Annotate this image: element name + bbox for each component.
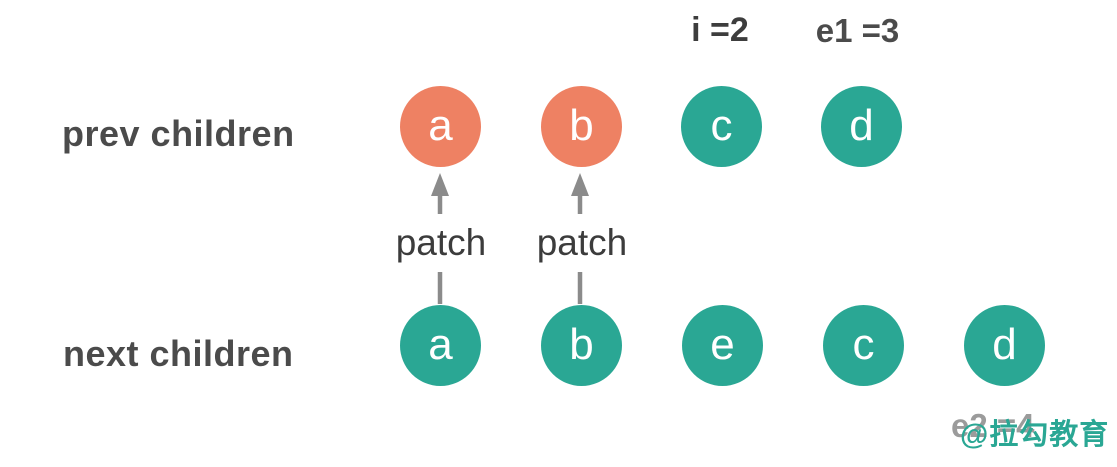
pointer-e1-label: e1 =3 xyxy=(815,11,900,49)
next-node-b-label: b xyxy=(569,319,594,369)
prev-node-c-label: c xyxy=(710,100,733,150)
prev-node-d-label: d xyxy=(849,100,874,150)
next-node-d: d xyxy=(964,305,1045,386)
next-node-a-label: a xyxy=(428,319,453,369)
prev-node-b-label: b xyxy=(569,100,594,150)
next-node-e: e xyxy=(682,305,763,386)
prev-node-b: b xyxy=(541,86,622,167)
next-children-label: next children xyxy=(63,333,294,374)
patch-box-a: patch xyxy=(381,214,501,272)
next-node-c: c xyxy=(823,305,904,386)
prev-node-a-label: a xyxy=(428,100,453,150)
prev-node-d: d xyxy=(821,86,902,167)
patch-box-b: patch xyxy=(522,214,642,272)
next-node-a: a xyxy=(400,305,481,386)
pointer-i-label: i =2 xyxy=(658,3,782,58)
next-node-d-label: d xyxy=(992,319,1017,369)
prev-children-label: prev children xyxy=(62,113,295,154)
prev-node-a: a xyxy=(400,86,481,167)
next-node-b: b xyxy=(541,305,622,386)
next-node-e-label: e xyxy=(710,319,735,369)
watermark-text: @拉勾教育 xyxy=(960,419,1110,451)
prev-node-c: c xyxy=(681,86,762,167)
pointer-e2-label: e2 =4 xyxy=(951,407,1035,444)
next-node-c-label: c xyxy=(852,319,875,369)
